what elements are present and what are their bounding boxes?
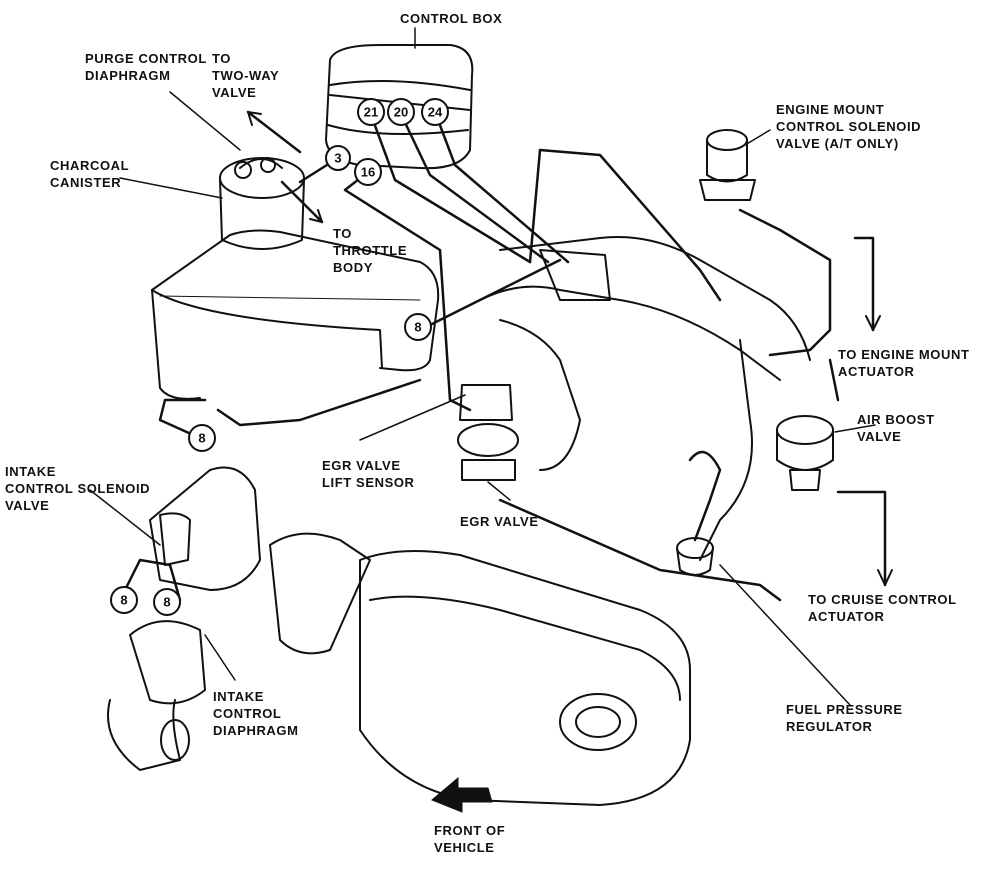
intake-control-assembly bbox=[107, 466, 261, 771]
hose-number-8-left-circle bbox=[188, 424, 216, 452]
label-purge-control-diaphragm: PURGE CONTROL DIAPHRAGM bbox=[85, 51, 207, 83]
engine-mount-solenoid-valve bbox=[699, 129, 756, 201]
hose-number-16-circle bbox=[354, 158, 382, 186]
label-charcoal-canister: CHARCOAL CANISTER bbox=[50, 158, 130, 190]
vacuum-hoses bbox=[118, 110, 840, 602]
hose-number-8-a-circle bbox=[110, 586, 138, 614]
hose-number-8-center-circle bbox=[404, 313, 432, 341]
label-air-boost-valve: AIR BOOST VALVE bbox=[857, 412, 935, 444]
hose-number-16: 16 bbox=[361, 165, 375, 180]
hose-number-8-center: 8 bbox=[414, 320, 421, 335]
hose-number-8-a: 8 bbox=[120, 593, 127, 608]
label-to-cruise-control-actuator: TO CRUISE CONTROL ACTUATOR bbox=[808, 592, 957, 624]
hose-number-24-circle bbox=[421, 98, 449, 126]
hose-number-20-circle bbox=[387, 98, 415, 126]
label-to-throttle-body: TO THROTTLE BODY bbox=[333, 226, 408, 275]
label-to-engine-mount-actuator: TO ENGINE MOUNT ACTUATOR bbox=[838, 347, 970, 379]
direction-arrows bbox=[246, 110, 893, 587]
label-egr-valve-lift-sensor: EGR VALVE LIFT SENSOR bbox=[322, 458, 415, 490]
intake-manifold bbox=[479, 235, 811, 561]
hose-number-8-left: 8 bbox=[198, 431, 205, 446]
air-cleaner-box bbox=[151, 229, 440, 400]
hose-number-3-circle bbox=[325, 145, 351, 171]
hose-number-8-b-circle bbox=[153, 588, 181, 616]
egr-valve-body bbox=[457, 384, 519, 481]
hose-number-20: 20 bbox=[394, 105, 408, 120]
label-front-of-vehicle: FRONT OF VEHICLE bbox=[434, 823, 506, 855]
hose-number-24: 24 bbox=[428, 105, 443, 120]
leader-lines bbox=[89, 27, 876, 706]
label-egr-valve: EGR VALVE bbox=[460, 514, 539, 529]
hose-number-3: 3 bbox=[334, 151, 341, 166]
valve-cover bbox=[269, 532, 691, 806]
air-boost-valve-body bbox=[776, 415, 834, 491]
label-to-two-way-valve: TO TWO-WAY VALVE bbox=[212, 51, 280, 100]
front-of-vehicle-arrow bbox=[431, 776, 493, 813]
hose-number-21-circle bbox=[357, 98, 385, 126]
hose-number-21: 21 bbox=[364, 105, 378, 120]
label-intake-control-solenoid-valve: INTAKE CONTROL SOLENOID VALVE bbox=[5, 464, 151, 513]
hose-number-markers bbox=[110, 98, 449, 616]
label-intake-control-diaphragm: INTAKE CONTROL DIAPHRAGM bbox=[213, 689, 299, 738]
label-fuel-pressure-regulator: FUEL PRESSURE REGULATOR bbox=[786, 702, 903, 734]
label-control-box: CONTROL BOX bbox=[400, 11, 503, 26]
label-engine-mount-control-solenoid: ENGINE MOUNT CONTROL SOLENOID VALVE (A/T… bbox=[776, 102, 922, 151]
hose-number-8-b: 8 bbox=[163, 595, 170, 610]
